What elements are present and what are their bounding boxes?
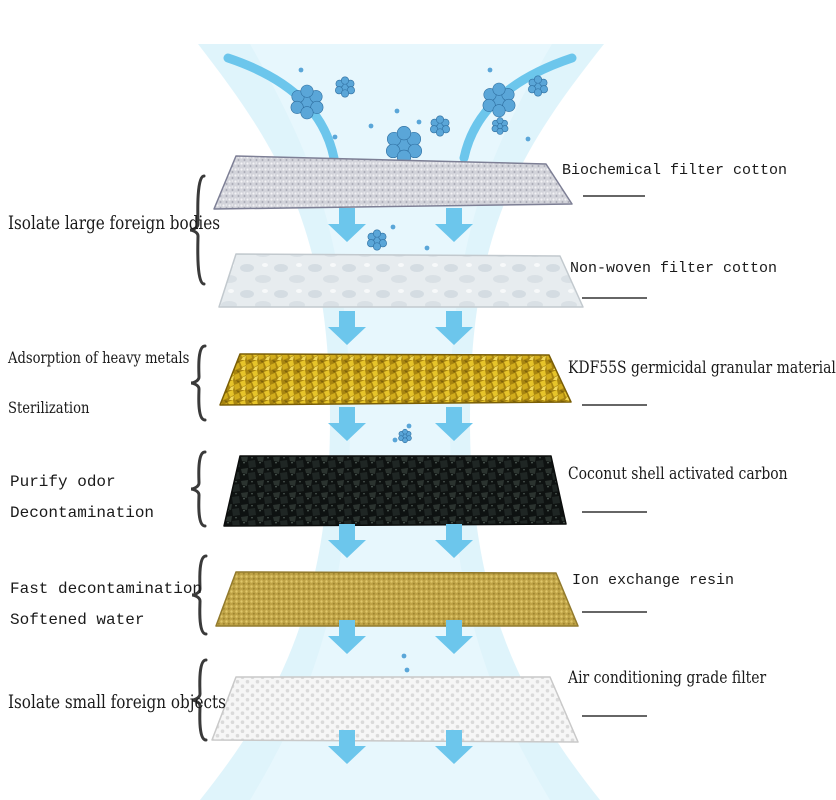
flow-arrow bbox=[435, 524, 473, 558]
flow-arrow bbox=[328, 208, 366, 242]
layer-label-ion-exchange-resin: Ion exchange resin bbox=[572, 572, 735, 589]
flow-arrow bbox=[328, 620, 366, 654]
contaminant-cluster bbox=[430, 115, 450, 137]
contaminant-particle bbox=[392, 437, 398, 443]
contaminant-cluster bbox=[528, 75, 548, 97]
contaminant-cluster bbox=[335, 76, 355, 98]
water-flow-beam-core bbox=[250, 44, 552, 800]
brace-odor-decontamination bbox=[190, 450, 207, 528]
filter-layer-1 bbox=[213, 155, 573, 210]
filter-layer-3 bbox=[219, 353, 572, 406]
function-label-isolate-large-foreign-bodies: Isolate large foreign bodies bbox=[8, 212, 221, 234]
filter-layers-diagram: Isolate large foreign bodies Adsorption … bbox=[8, 44, 836, 800]
flow-arrow bbox=[328, 730, 366, 764]
contaminant-particle bbox=[368, 123, 374, 129]
filter-layer-5 bbox=[215, 571, 579, 627]
layer-label-kdf55s-granular-material: KDF55S germicidal granular material bbox=[568, 358, 836, 378]
contaminant-particle bbox=[525, 136, 531, 142]
contaminant-cluster bbox=[385, 125, 423, 164]
contaminant-particle bbox=[332, 134, 338, 140]
contaminant-cluster bbox=[290, 84, 324, 120]
contaminant-cluster bbox=[367, 229, 387, 251]
filter-layer-6 bbox=[211, 676, 579, 743]
contaminant-particle bbox=[401, 653, 407, 659]
contaminant-particle bbox=[394, 108, 400, 114]
brace-small-foreign-objects bbox=[191, 658, 208, 742]
flow-arrow bbox=[328, 524, 366, 558]
filter-layer-4 bbox=[223, 455, 567, 527]
function-label-softened-water: Softened water bbox=[10, 611, 145, 629]
flow-arrow bbox=[328, 407, 366, 441]
function-label-isolate-small-foreign-objects: Isolate small foreign objects bbox=[8, 691, 226, 713]
function-label-fast-decontamination: Fast decontamination bbox=[10, 580, 203, 598]
layer-label-non-woven-filter-cotton: Non-woven filter cotton bbox=[570, 260, 778, 277]
flow-arrow bbox=[435, 208, 473, 242]
filter-layer-2 bbox=[218, 253, 584, 308]
layer-label-coconut-shell-activated-carbon: Coconut shell activated carbon bbox=[568, 464, 788, 484]
diagram-artwork bbox=[189, 44, 647, 800]
flow-arrow bbox=[435, 730, 473, 764]
contaminant-particle bbox=[406, 423, 412, 429]
contaminant-particle bbox=[390, 224, 396, 230]
flow-arrow bbox=[435, 311, 473, 345]
brace-fast-decontamination bbox=[191, 554, 208, 636]
layer-label-air-conditioning-grade-filter: Air conditioning grade filter bbox=[568, 668, 767, 688]
flow-arrow bbox=[435, 620, 473, 654]
brace-heavy-metals-sterilization bbox=[190, 344, 207, 422]
contaminant-particle bbox=[404, 667, 410, 673]
flow-arrow bbox=[435, 407, 473, 441]
function-label-decontamination: Decontamination bbox=[10, 504, 155, 522]
contaminant-particle bbox=[424, 245, 430, 251]
function-label-sterilization: Sterilization bbox=[8, 398, 90, 417]
layer-label-biochemical-filter-cotton: Biochemical filter cotton bbox=[562, 162, 788, 179]
contaminant-particle bbox=[487, 67, 493, 73]
contaminant-particle bbox=[298, 67, 304, 73]
contaminant-cluster bbox=[491, 117, 509, 135]
function-label-purify-odor: Purify odor bbox=[10, 473, 116, 491]
contaminant-cluster bbox=[398, 428, 412, 444]
flow-arrow bbox=[328, 311, 366, 345]
brace-large-foreign-bodies bbox=[189, 174, 206, 286]
function-label-adsorption-of-heavy-metals: Adsorption of heavy metals bbox=[8, 348, 190, 367]
contaminant-cluster bbox=[482, 82, 516, 118]
contaminant-particle bbox=[416, 119, 422, 125]
